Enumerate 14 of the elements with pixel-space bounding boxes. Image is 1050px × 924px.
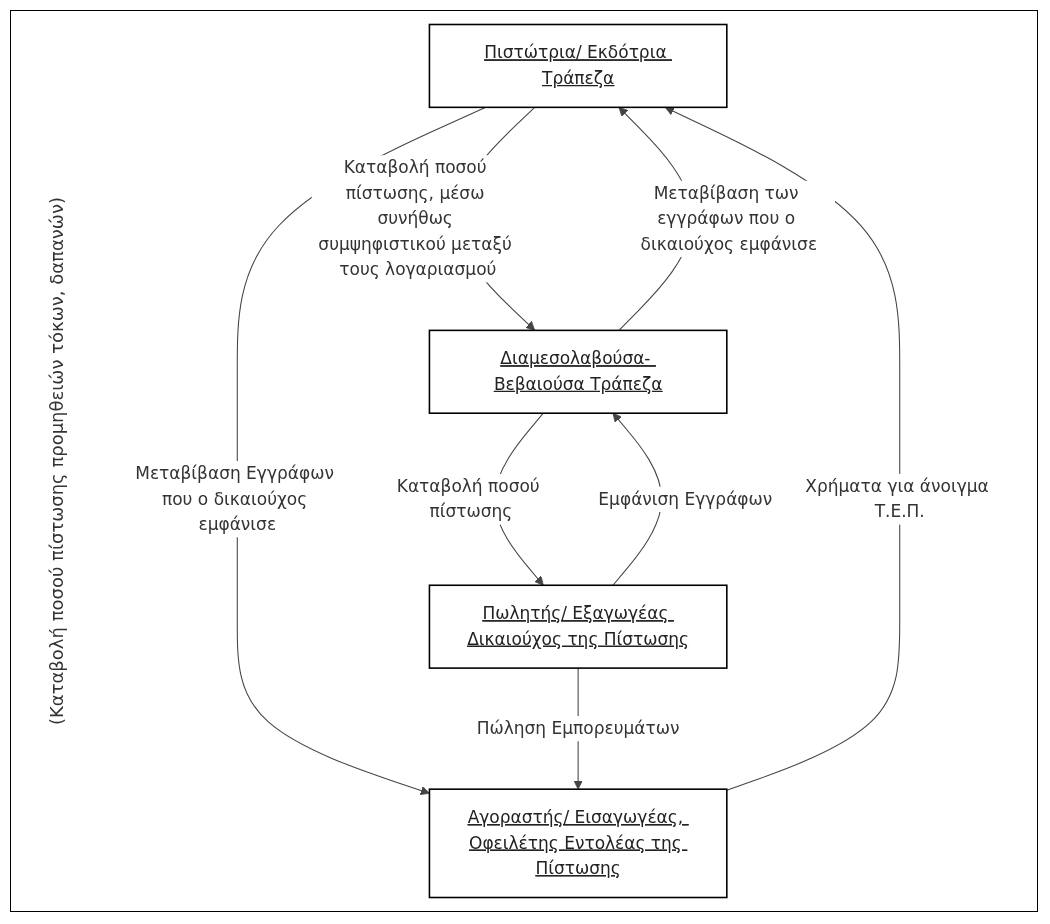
- node-box: Αγοραστής/ Εισαγωγέας, Οφειλέτης Εντολέας της Πίστωσης: [428, 788, 728, 899]
- edge-label: Πώληση Εμπορευμάτων: [476, 718, 680, 739]
- node-box: Διαμεσολαβούσα- Βεβαιούσα Τράπεζα: [428, 329, 728, 414]
- edge-label: Εμφάνιση Εγγράφων: [598, 488, 773, 509]
- edge-label: Καταβολή ποσού πίστωσης: [396, 475, 540, 522]
- edge-label: Μεταβίβαση Εγγράφων που ο δικαιούχος εμφάνισε: [135, 463, 334, 535]
- node-box: Πωλητής/ Εξαγωγέας Δικαιούχος της Πίστωσης: [428, 584, 728, 669]
- side-note: (Καταβολή ποσού πίστωσης προμηθειών τόκων, δαπανών): [45, 196, 67, 726]
- edge-label: Μεταβίβαση των εγγράφων που ο δικαιούχος εμφάνισε: [640, 182, 818, 254]
- arrow: [664, 106, 901, 791]
- edge-label: Καταβολή ποσού πίστωσης, μέσω συνήθως συμψηφιστικού μεταξύ τους λογαριασμού: [318, 157, 512, 280]
- arrow: [612, 412, 663, 586]
- edge-label: Χρήματα για άνοιγμα Τ.Ε.Π.: [805, 475, 989, 522]
- node-box: Πιστώτρια/ Εκδότρια Τράπεζα: [428, 23, 728, 109]
